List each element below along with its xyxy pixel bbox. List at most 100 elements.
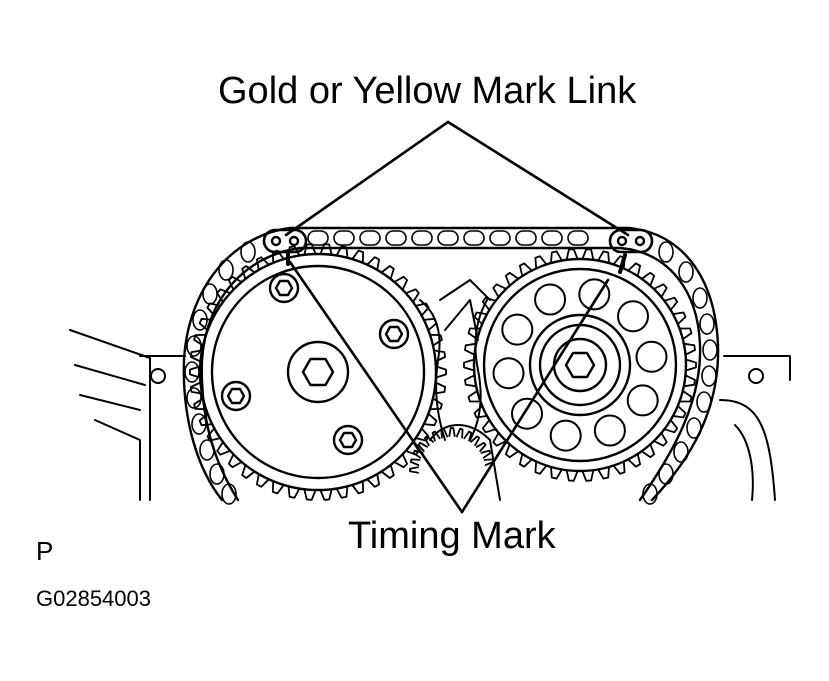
chain-roller (437, 230, 459, 246)
sprocket-tooth (335, 245, 349, 259)
sprocket-hole (501, 313, 534, 346)
sprocket-tooth (534, 255, 548, 270)
sprocket-tooth (581, 248, 595, 261)
sprocket-tooth (672, 311, 687, 326)
sprocket-tooth (193, 397, 207, 411)
gold-yellow-mark-link-label: Gold or Yellow Mark Link (218, 70, 637, 112)
sprocket-tooth (433, 381, 447, 395)
sprocket-bolt (378, 318, 410, 350)
timing-mark-label: Timing Mark (348, 515, 556, 557)
sprocket-tooth (682, 374, 696, 388)
sprocket-tooth (492, 431, 508, 447)
sprocket-bolt (268, 272, 300, 304)
sprocket-tooth (216, 288, 232, 303)
chain-roller (463, 230, 485, 246)
chain-roller (658, 463, 674, 485)
callout-leaders-bottom (288, 260, 610, 514)
sprocket-tooth (409, 466, 420, 474)
mark-link-left (262, 228, 308, 254)
sprocket-tooth (481, 419, 497, 434)
sprocket-tooth (455, 427, 464, 439)
chain-roller (202, 283, 218, 305)
chain-roller (411, 230, 433, 246)
chain-roller (385, 230, 407, 246)
chain-roller (240, 241, 256, 263)
sprocket-tooth (640, 271, 656, 287)
chain-roller (701, 365, 717, 387)
sprocket-tooth (189, 381, 203, 395)
sprocket-tooth (335, 485, 349, 499)
sprocket-tooth (534, 460, 548, 475)
sprocket-tooth (414, 302, 430, 317)
chain-roller (199, 439, 215, 461)
sprocket-tooth (380, 464, 395, 479)
sprocket-tooth (366, 256, 381, 271)
timing-mark-right (618, 253, 627, 274)
sprocket-tooth (404, 288, 420, 303)
chain-roller (489, 230, 511, 246)
sprocket-tooth (271, 480, 285, 495)
sprocket-tooth (206, 302, 222, 317)
sprocket-tooth (682, 342, 696, 356)
sprocket-tooth (463, 358, 476, 372)
chain-roller (333, 230, 355, 246)
sprocket-tooth (303, 488, 317, 501)
sprocket-tooth (417, 441, 429, 452)
right-camshaft-sprocket (463, 248, 697, 482)
sprocket-tooth (652, 431, 668, 447)
chain-roller (692, 287, 708, 309)
sprocket-tooth (227, 453, 243, 469)
sprocket-tooth (429, 397, 443, 411)
sprocket-tooth (504, 443, 520, 459)
sprocket-tooth (597, 250, 610, 264)
sprocket-tooth (448, 427, 456, 438)
chain-roller (642, 483, 658, 505)
sprocket-tooth (216, 441, 232, 456)
center-guide-gear (409, 299, 495, 474)
sprocket-tooth (519, 262, 533, 278)
sprocket-tooth (433, 349, 447, 363)
sprocket-tooth (663, 419, 679, 434)
sprocket-tooth (351, 480, 365, 495)
chain-roller (678, 261, 694, 283)
sprocket-tooth (581, 469, 595, 482)
sprocket-tooth (470, 435, 481, 447)
sprocket-tooth (423, 435, 434, 447)
chain-roller (186, 335, 202, 357)
chain-roller (658, 241, 674, 263)
sprocket-hole (549, 419, 582, 452)
sprocket-tooth (440, 427, 449, 439)
sprocket-tooth (255, 473, 270, 488)
chain-roller (307, 230, 329, 246)
sprocket-tooth (198, 317, 214, 332)
sprocket-tooth (467, 327, 482, 341)
sprocket-tooth (193, 333, 207, 347)
sprocket-tooth (663, 296, 679, 311)
chain-roller (186, 387, 202, 409)
sprocket-tooth (227, 275, 243, 291)
sprocket-tooth (434, 365, 447, 379)
chain-roller (221, 483, 237, 505)
chain-roller (515, 230, 537, 246)
view-letter: P (36, 536, 54, 566)
chain-roller (541, 230, 563, 246)
sprocket-tooth (672, 404, 687, 419)
chain-roller (359, 230, 381, 246)
sprocket-tooth (550, 466, 563, 480)
chain-roller (567, 230, 589, 246)
sprocket-tooth (255, 256, 270, 271)
sprocket-tooth (473, 311, 488, 326)
figure-code: G02854003 (36, 586, 151, 611)
engine-block (69, 279, 791, 501)
sprocket-tooth (475, 441, 487, 452)
sprocket-tooth (640, 443, 656, 459)
sprocket-tooth (519, 452, 533, 468)
sprocket-bolt (220, 380, 252, 412)
sprocket-tooth (565, 469, 579, 482)
sprocket-hole (626, 384, 659, 417)
sprocket-tooth (480, 449, 492, 459)
sprocket-tooth (380, 265, 395, 280)
sprocket-hole (492, 357, 525, 390)
mark-link-right (608, 228, 654, 254)
sprocket-tooth (189, 349, 203, 363)
